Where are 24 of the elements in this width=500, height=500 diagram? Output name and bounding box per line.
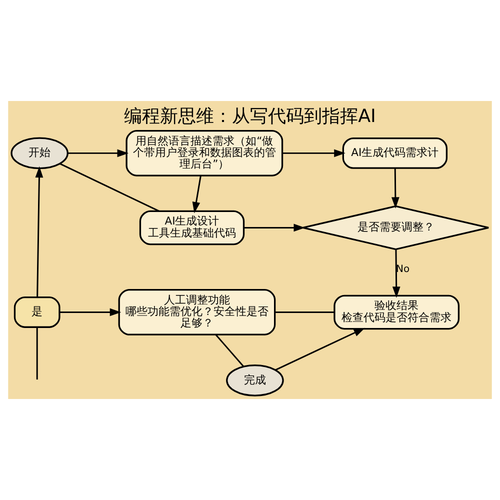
arrow <box>192 176 202 214</box>
node-box: AI生成设计 工具生成基础代码 <box>139 210 245 246</box>
edge-label: No <box>396 264 410 276</box>
node-box: 是 <box>14 296 60 328</box>
connector <box>274 311 334 313</box>
arrow <box>60 308 122 316</box>
node-diamond: 是否需要调整？ <box>302 205 490 250</box>
arrow <box>244 224 306 232</box>
node-ellipse: 开始 <box>10 137 68 170</box>
node-box: 用自然语言描述需求（如“做个带用户登录和数据图表的管理后台”） <box>126 130 284 176</box>
arrow <box>35 166 44 298</box>
connector <box>36 327 38 380</box>
arrow <box>282 149 346 158</box>
node-box: 人工调整功能 哪些功能需优化？安全性是否足够？ <box>118 289 276 336</box>
node-box: AI生成代码需求计 <box>342 137 448 169</box>
connector <box>60 163 160 212</box>
arrow <box>275 328 366 371</box>
arrow <box>68 149 129 158</box>
arrow <box>391 168 400 208</box>
diagram-title: 编程新思维：从写代码到指挥AI <box>124 106 376 128</box>
node-ellipse: 完成 <box>226 364 284 396</box>
arrow <box>392 249 400 298</box>
connector <box>215 334 244 368</box>
node-box: 验收结果 检查代码是否符合需求 <box>334 294 460 330</box>
